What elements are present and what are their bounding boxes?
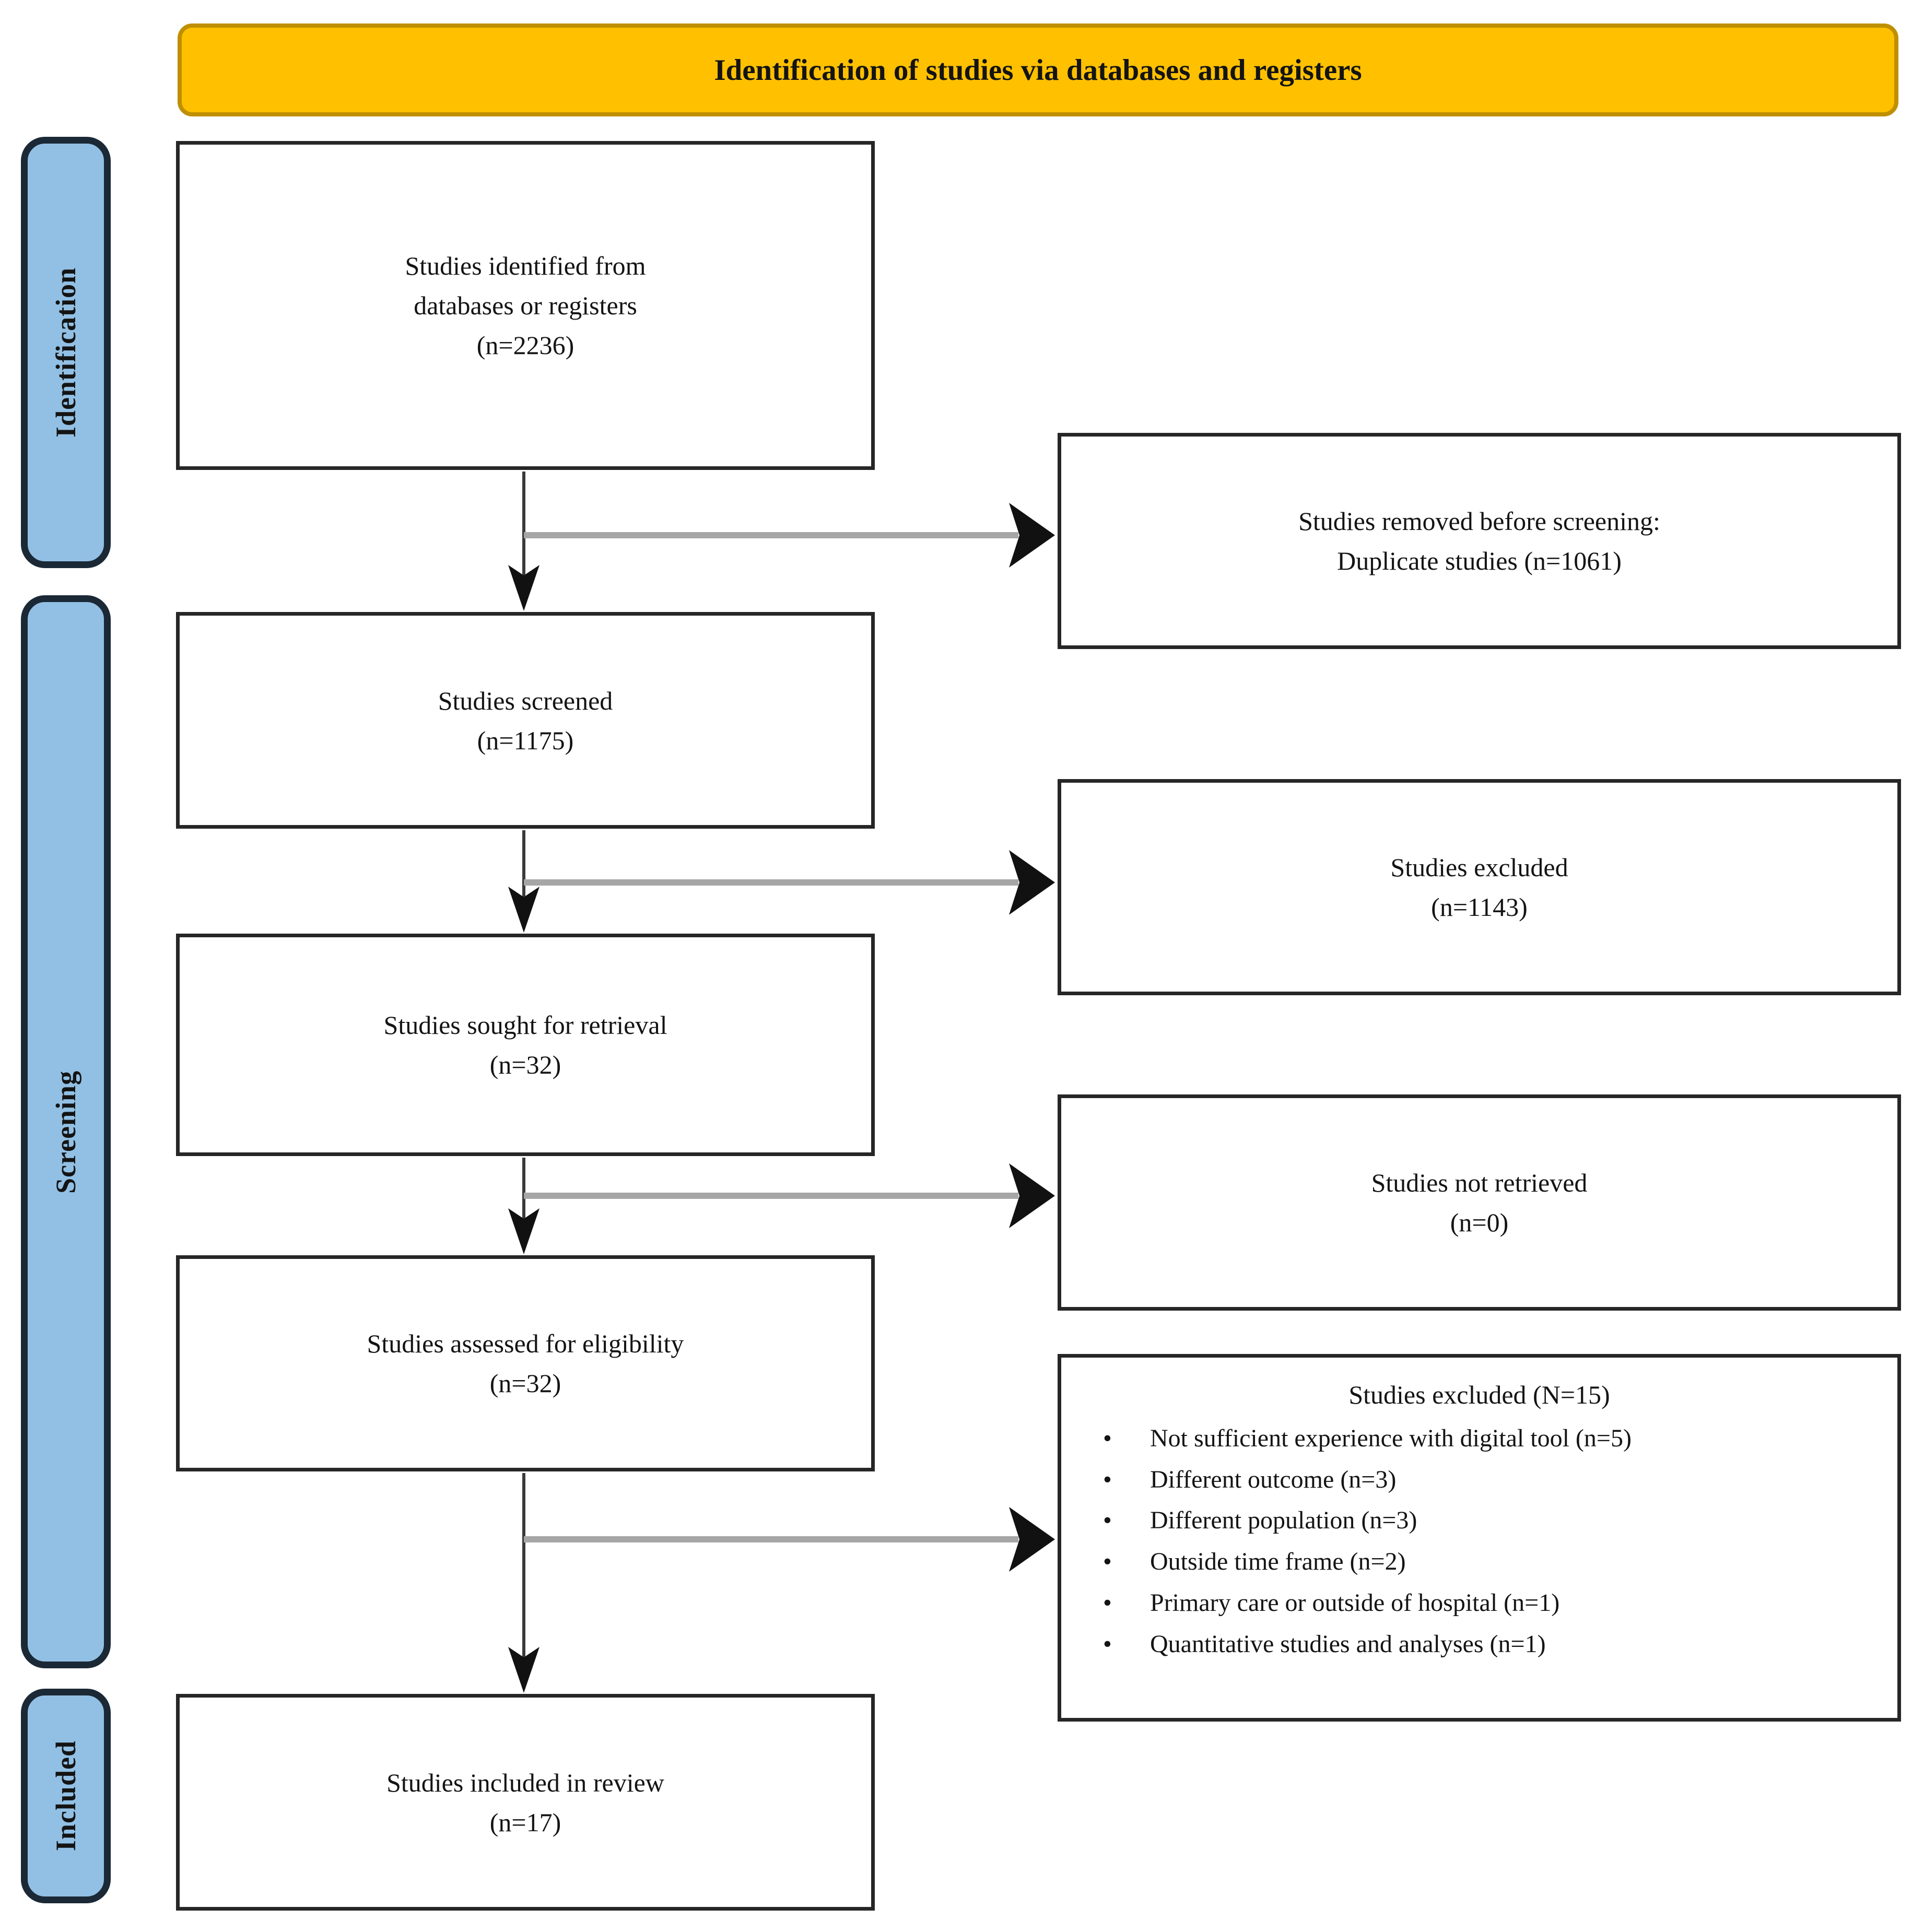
arrow-assessed-to-included — [508, 1473, 539, 1693]
box-text-line: Studies sought for retrieval — [383, 1010, 667, 1040]
excluded-reason-item: Different population (n=3) — [1094, 1500, 1876, 1541]
excluded-reasons-list: Not sufficient experience with digital t… — [1061, 1413, 1897, 1665]
stage-included: Included — [21, 1689, 111, 1903]
box-text-line: (n=32) — [489, 1050, 561, 1079]
box-text-line: Studies excluded — [1390, 853, 1568, 882]
flow-box-studies-sought: Studies sought for retrieval (n=32) — [176, 934, 875, 1156]
stage-screening: Screening — [21, 595, 111, 1668]
arrow-branch-not-retrieved — [524, 1163, 1055, 1228]
arrow-sought-to-assessed — [508, 1158, 539, 1254]
box-text-line: Duplicate studies (n=1061) — [1337, 546, 1622, 575]
box-text-line: (n=32) — [489, 1369, 561, 1398]
box-text-line: databases or registers — [414, 291, 637, 320]
arrow-branch-excluded-reasons — [524, 1507, 1055, 1572]
excluded-reason-item: Quantitative studies and analyses (n=1) — [1094, 1624, 1876, 1665]
stage-label-identification: Identification — [50, 267, 81, 438]
box-text-line: (n=0) — [1450, 1208, 1509, 1237]
flow-box-excluded-reasons: Studies excluded (N=15) Not sufficient e… — [1058, 1354, 1901, 1722]
box-text-line: (n=2236) — [476, 331, 574, 360]
box-text-line: (n=1143) — [1431, 892, 1528, 922]
banner: Identification of studies via databases … — [178, 23, 1898, 116]
arrow-screened-to-sought — [508, 830, 539, 933]
box-text-line: (n=1175) — [477, 725, 574, 755]
stage-label-included: Included — [50, 1740, 81, 1852]
box-text-line: (n=17) — [489, 1807, 561, 1837]
flow-box-studies-assessed: Studies assessed for eligibility (n=32) — [176, 1255, 875, 1471]
excluded-reason-item: Primary care or outside of hospital (n=1… — [1094, 1583, 1876, 1624]
box-text-line: Studies screened — [438, 686, 613, 715]
box-text-line: Studies not retrieved — [1371, 1168, 1588, 1197]
arrow-identified-to-screened — [508, 472, 539, 611]
excluded-reasons-title: Studies excluded (N=15) — [1348, 1380, 1610, 1409]
flow-box-studies-identified: Studies identified from databases or reg… — [176, 141, 875, 470]
flow-box-studies-screened: Studies screened (n=1175) — [176, 612, 875, 829]
stage-identification: Identification — [21, 137, 111, 568]
excluded-reason-item: Not sufficient experience with digital t… — [1094, 1418, 1876, 1459]
flow-box-studies-included: Studies included in review (n=17) — [176, 1694, 875, 1911]
arrow-branch-excluded — [524, 850, 1055, 915]
excluded-reason-item: Different outcome (n=3) — [1094, 1459, 1876, 1501]
flow-box-studies-excluded: Studies excluded (n=1143) — [1058, 779, 1901, 995]
excluded-reason-item: Outside time frame (n=2) — [1094, 1541, 1876, 1583]
box-text-line: Studies identified from — [405, 251, 646, 280]
box-text-line: Studies removed before screening: — [1298, 506, 1660, 536]
flow-box-studies-not-retrieved: Studies not retrieved (n=0) — [1058, 1094, 1901, 1311]
flow-box-removed-before-screening: Studies removed before screening: Duplic… — [1058, 433, 1901, 649]
banner-title: Identification of studies via databases … — [714, 53, 1362, 87]
box-text-line: Studies assessed for eligibility — [367, 1329, 684, 1358]
arrow-branch-duplicates — [524, 503, 1055, 568]
box-text-line: Studies included in review — [386, 1768, 664, 1797]
stage-label-screening: Screening — [50, 1070, 81, 1194]
